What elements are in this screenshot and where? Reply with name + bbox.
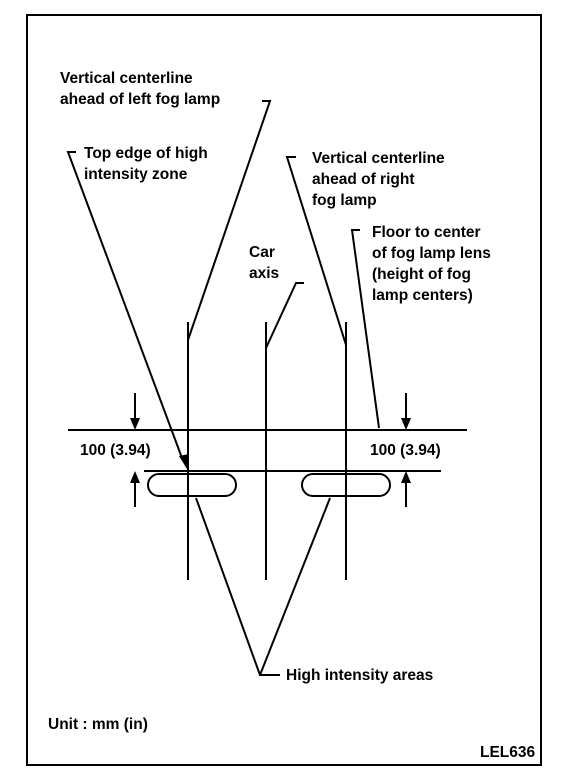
label-top-edge-high-intensity: Top edge of high intensity zone bbox=[84, 145, 208, 183]
leader-right-centerline bbox=[285, 156, 347, 346]
left-top-arrow-head bbox=[130, 418, 140, 430]
right-bottom-arrow-head bbox=[401, 471, 411, 483]
label-car-axis: Car axis bbox=[249, 244, 280, 282]
leader-left-centerline bbox=[187, 100, 272, 341]
leader-top-edge bbox=[66, 151, 183, 459]
label-vertical-centerline-left: Vertical centerline ahead of left fog la… bbox=[60, 70, 221, 108]
top-edge-leader-arrow-head bbox=[179, 454, 189, 469]
leader-high-intensity bbox=[195, 497, 280, 676]
label-high-intensity-areas: High intensity areas bbox=[286, 667, 434, 684]
left-high-intensity-area bbox=[147, 473, 237, 497]
diagram-frame bbox=[26, 14, 542, 766]
leader-floor bbox=[350, 229, 380, 429]
label-vertical-centerline-right: Vertical centerline ahead of right fog l… bbox=[312, 150, 445, 209]
label-floor-to-lens-center: Floor to center of fog lamp lens (height… bbox=[372, 224, 491, 304]
right-top-arrow-head bbox=[401, 418, 411, 430]
leader-high-intensity-right bbox=[259, 497, 331, 676]
figure-code: LEL636 bbox=[480, 744, 536, 761]
right-high-intensity-area bbox=[301, 473, 391, 497]
label-unit: Unit : mm (in) bbox=[48, 716, 148, 733]
left-bottom-arrow-head bbox=[130, 471, 140, 483]
label-dimension-right: 100 (3.94) bbox=[370, 442, 441, 459]
leader-car-axis bbox=[265, 282, 304, 349]
label-dimension-left: 100 (3.94) bbox=[80, 442, 151, 459]
